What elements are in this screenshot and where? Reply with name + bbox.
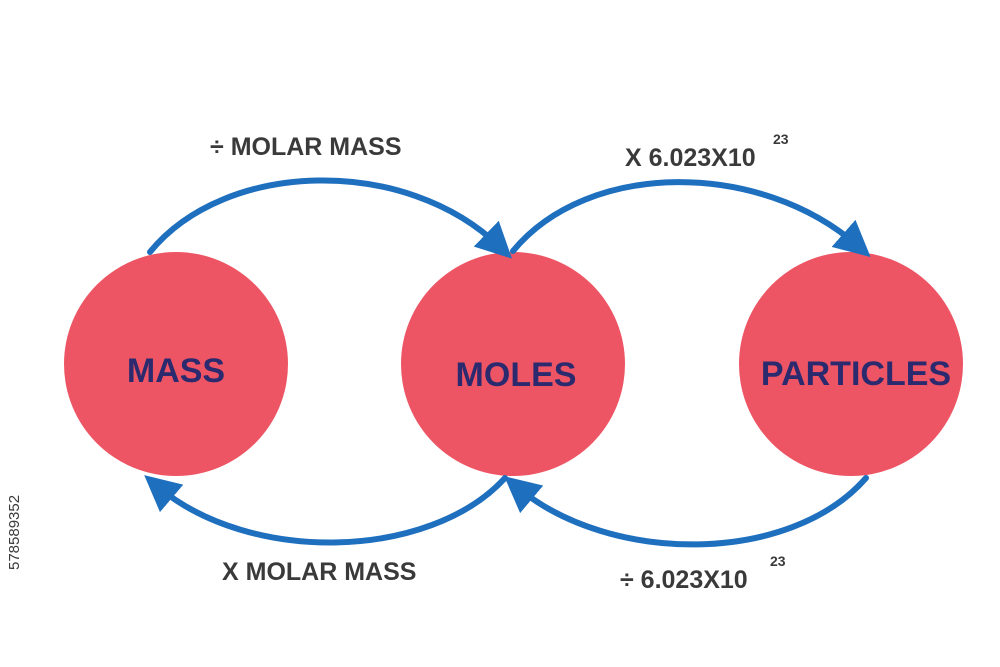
mass-node bbox=[64, 252, 288, 476]
watermark-id: 578589352 bbox=[6, 494, 23, 570]
particles-node-label: PARTICLES bbox=[761, 355, 951, 393]
mass-to-moles-text: MOLAR MASS bbox=[231, 133, 402, 161]
particles-node bbox=[739, 252, 963, 476]
moles-to-particles-arrow bbox=[510, 179, 871, 258]
particles-to-moles-arrow bbox=[504, 475, 869, 548]
mass-to-moles-arrow bbox=[147, 177, 513, 259]
mass-to-moles-label: ÷ MOLAR MASS bbox=[210, 133, 402, 161]
moles-node bbox=[401, 252, 625, 476]
moles-to-particles-label: X 6.023X10 bbox=[625, 144, 756, 172]
moles-to-particles-exponent: 23 bbox=[773, 131, 789, 147]
divide-operator: ÷ bbox=[210, 133, 224, 161]
particles-to-moles-label: ÷ 6.023X10 bbox=[620, 566, 748, 594]
particles-to-moles-exponent: 23 bbox=[770, 553, 786, 569]
moles-to-mass-arrow bbox=[144, 475, 508, 546]
moles-node-label: MOLES bbox=[456, 356, 577, 394]
moles-to-mass-label: X MOLAR MASS bbox=[222, 558, 416, 586]
mass-node-label: MASS bbox=[127, 352, 225, 390]
